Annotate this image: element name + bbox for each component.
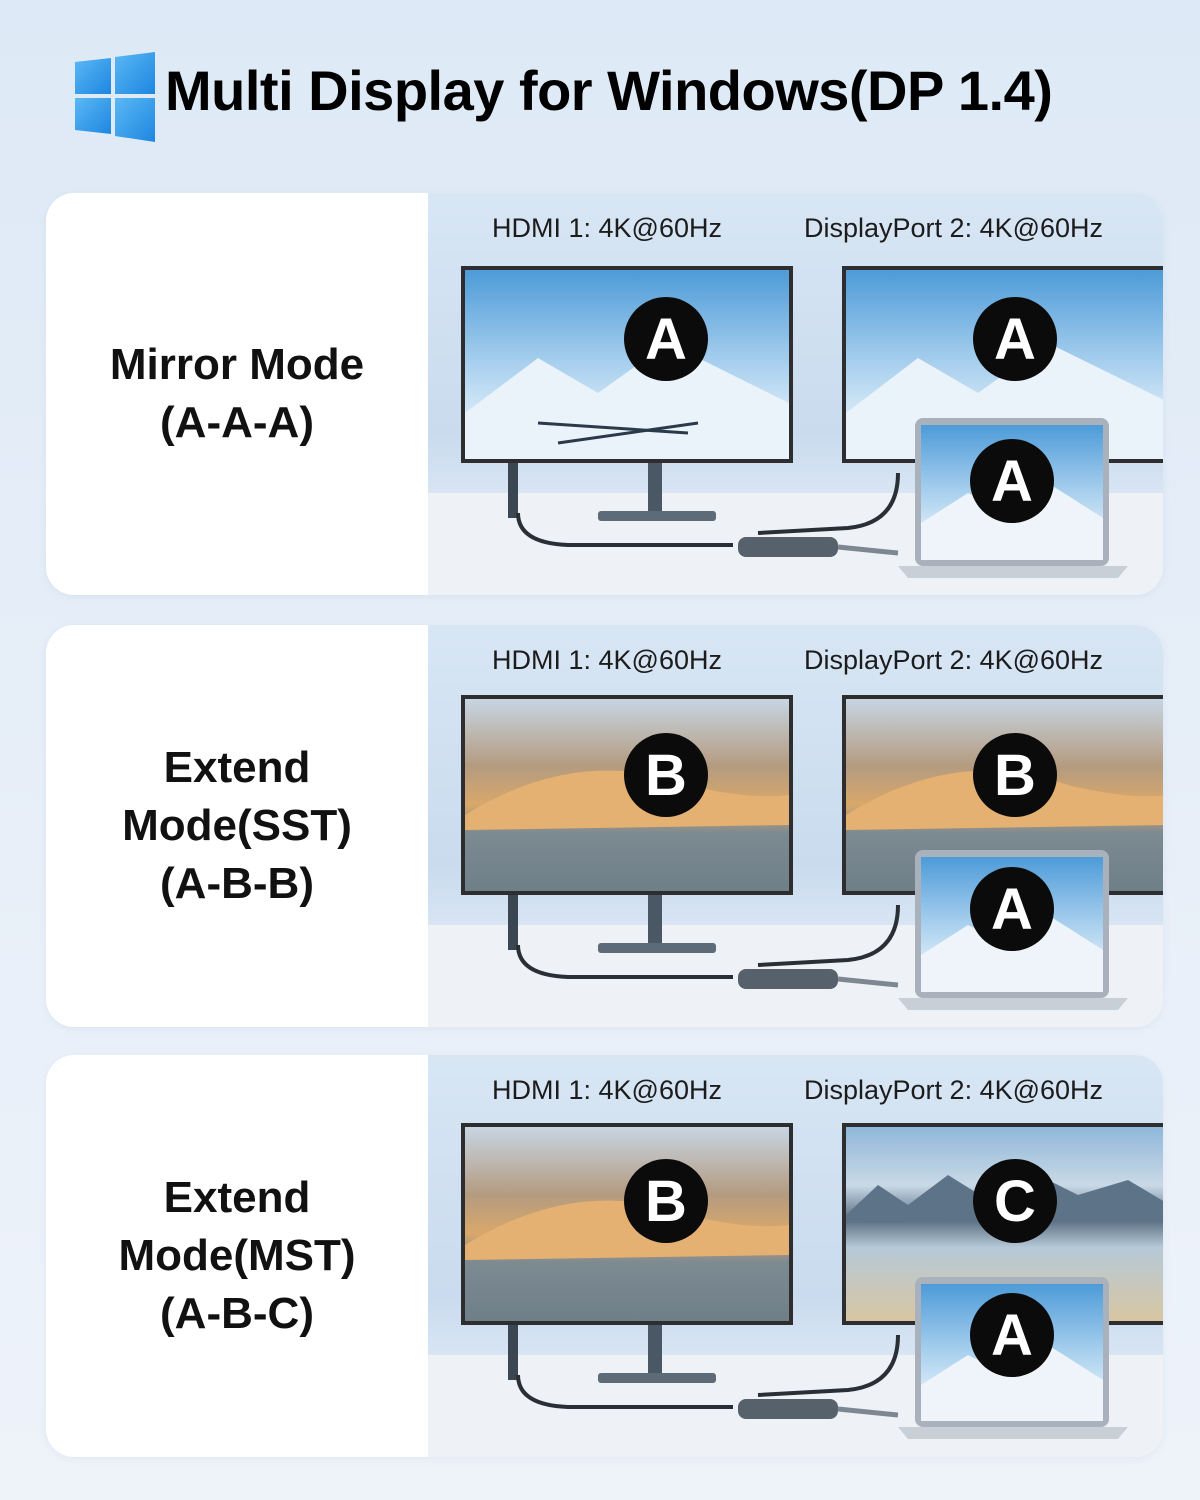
badge-monitor2: B xyxy=(973,733,1057,817)
monitor-hdmi xyxy=(461,1123,793,1383)
mode-label-line: Mirror Mode xyxy=(109,340,365,389)
hdmi-port-label: HDMI 1: 4K@60Hz xyxy=(492,645,722,675)
displayport-port-label: DisplayPort 2: 4K@60Hz xyxy=(804,213,1104,243)
mode-label-line: Extend xyxy=(163,1173,311,1222)
mode-card-extend-sst: Extend Mode(SST) (A-B-B) xyxy=(46,625,1163,1027)
mode-label-line: (A-B-B) xyxy=(160,859,314,908)
badge-laptop: A xyxy=(970,1293,1054,1377)
mode-label: Extend Mode(MST) (A-B-C) xyxy=(46,1055,428,1457)
display-scene: A A A HDMI 1: 4K@60Hz DisplayPort 2: 4K@… xyxy=(428,193,1163,595)
badge-monitor1: B xyxy=(624,1159,708,1243)
scene-art xyxy=(428,193,1163,595)
displayport-port-label: DisplayPort 2: 4K@60Hz xyxy=(804,1075,1104,1105)
scene-art xyxy=(428,1055,1163,1457)
scene-art xyxy=(428,625,1163,1027)
mode-label-line: Mode(MST) xyxy=(118,1231,356,1280)
displayport-port-label: DisplayPort 2: 4K@60Hz xyxy=(804,645,1104,675)
badge-monitor2: A xyxy=(973,297,1057,381)
mode-label: Mirror Mode (A-A-A) xyxy=(46,193,428,595)
monitor-hdmi xyxy=(461,695,793,953)
display-scene: B C A HDMI 1: 4K@60Hz DisplayPort 2: 4K@… xyxy=(428,1055,1163,1457)
page-title: Multi Display for Windows(DP 1.4) xyxy=(165,59,1053,122)
mode-card-mirror: Mirror Mode (A-A-A) xyxy=(46,193,1163,595)
hdmi-port-label: HDMI 1: 4K@60Hz xyxy=(492,1075,722,1105)
hdmi-port-label: HDMI 1: 4K@60Hz xyxy=(492,213,722,243)
mode-card-extend-mst: Extend Mode(MST) (A-B-C) xyxy=(46,1055,1163,1457)
badge-laptop: A xyxy=(970,867,1054,951)
display-scene: B B A HDMI 1: 4K@60Hz DisplayPort 2: 4K@… xyxy=(428,625,1163,1027)
windows-logo-icon xyxy=(75,52,155,142)
mode-label-line: (A-A-A) xyxy=(160,398,314,447)
mode-label-line: (A-B-C) xyxy=(160,1289,314,1338)
badge-laptop: A xyxy=(970,439,1054,523)
mode-label-line: Extend xyxy=(163,743,311,792)
badge-monitor1: A xyxy=(624,297,708,381)
badge-monitor1: B xyxy=(624,733,708,817)
monitor-hdmi xyxy=(461,266,793,521)
badge-monitor2: C xyxy=(973,1159,1057,1243)
mode-label-line: Mode(SST) xyxy=(122,801,352,850)
header: Multi Display for Windows(DP 1.4) xyxy=(0,0,1200,190)
mode-label: Extend Mode(SST) (A-B-B) xyxy=(46,625,428,1027)
